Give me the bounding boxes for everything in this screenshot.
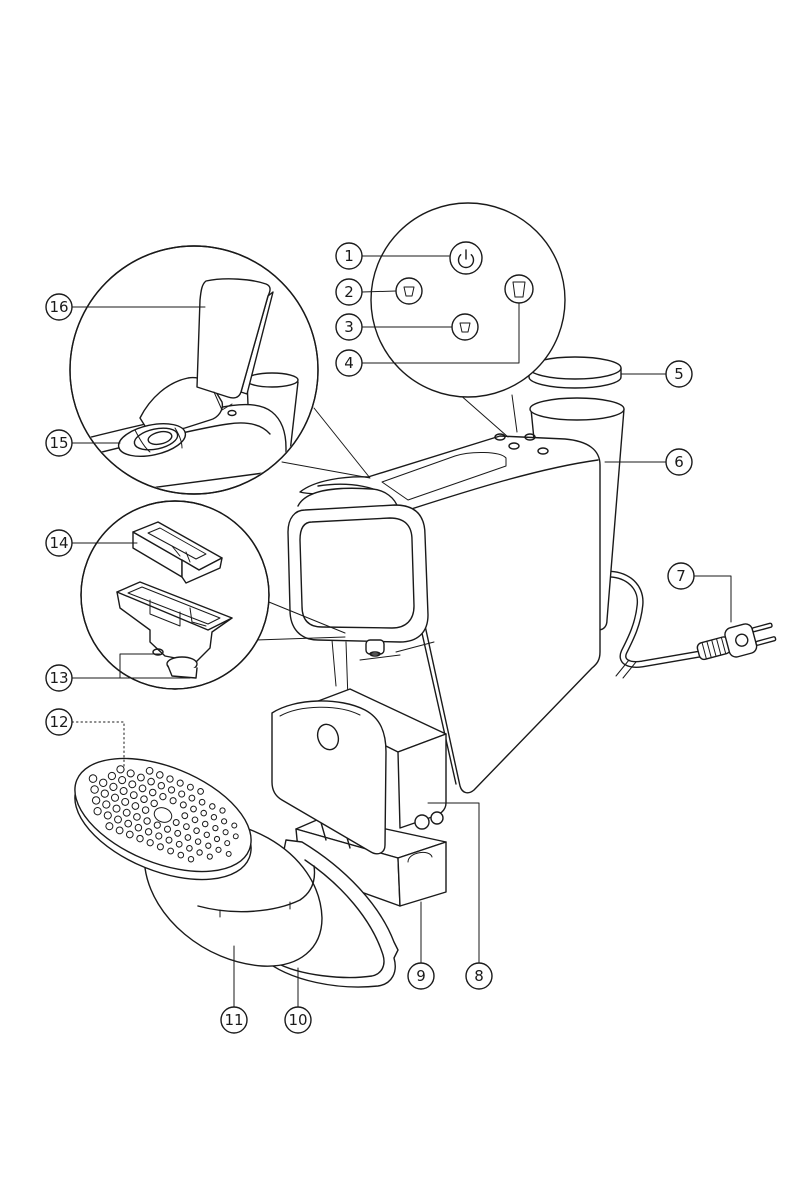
callout-label: 13: [49, 669, 68, 687]
callout-8: 8: [466, 963, 492, 989]
leader-line-7: [694, 576, 731, 622]
callout-label: 10: [288, 1011, 307, 1029]
callout-2: 2: [336, 279, 362, 305]
callout-label: 12: [49, 713, 68, 731]
callout-15: 15: [46, 430, 72, 456]
control-panel-detail: [371, 203, 565, 397]
callout-14: 14: [46, 530, 72, 556]
callout-label: 11: [224, 1011, 243, 1029]
callout-label: 6: [674, 453, 684, 471]
callout-13: 13: [46, 665, 72, 691]
callout-label: 2: [344, 283, 354, 301]
callout-16: 16: [46, 294, 72, 320]
callout-9: 9: [408, 963, 434, 989]
callout-label: 14: [49, 534, 68, 552]
callout-4: 4: [336, 350, 362, 376]
callout-1: 1: [336, 243, 362, 269]
callout-7: 7: [668, 563, 694, 589]
callout-3: 3: [336, 314, 362, 340]
callout-label: 3: [344, 318, 354, 336]
callout-label: 5: [674, 365, 684, 383]
callout-label: 4: [344, 354, 354, 372]
small-cup-button: [396, 278, 422, 304]
callout-label: 8: [474, 967, 484, 985]
callout-12: 12: [46, 709, 72, 735]
callout-label: 7: [676, 567, 686, 585]
callout-label: 1: [344, 247, 354, 265]
brew-head: [288, 488, 428, 656]
callout-6: 6: [666, 449, 692, 475]
magnifier-lever-detail: [60, 246, 318, 500]
magnifier-capsule-holder-detail: [81, 501, 269, 689]
callout-label: 15: [49, 434, 68, 452]
callout-5: 5: [666, 361, 692, 387]
power-plug: [694, 617, 777, 666]
large-cup-button: [505, 275, 533, 303]
callout-11: 11: [221, 1007, 247, 1033]
callout-label: 16: [49, 298, 68, 316]
power-button: [450, 242, 482, 274]
small-cup-button-2: [452, 314, 478, 340]
power-cord: [596, 574, 700, 678]
callout-label: 9: [416, 967, 426, 985]
callout-10: 10: [285, 1007, 311, 1033]
